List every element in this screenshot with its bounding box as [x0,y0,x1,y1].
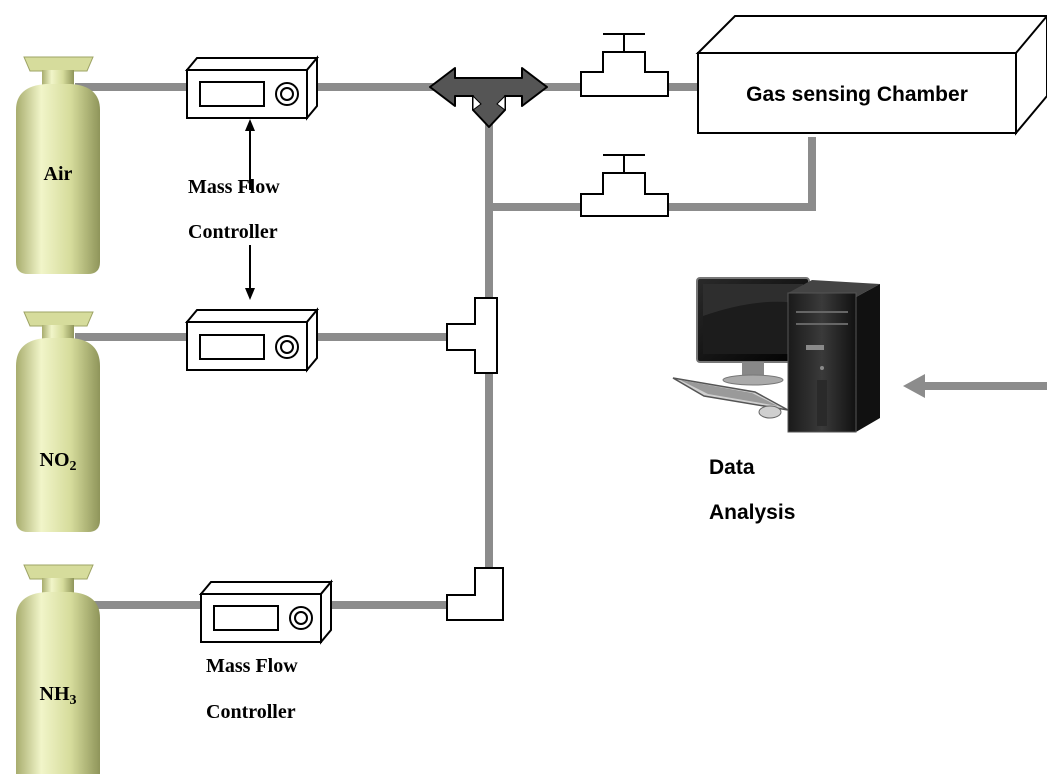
valve-exhaust-icon [580,154,669,217]
cylinder-label-nh3: NH3 [40,683,77,708]
mfc-label-arrows [245,119,255,300]
cylinder-air [16,56,100,274]
three-way-splitter-icon [429,67,548,128]
computer-icon [672,277,880,433]
analysis-label-line2: Analysis [709,501,795,524]
valve-inlet-icon [580,33,669,97]
mass-flow-controller-no2 [184,307,320,373]
cylinder-label-no2: NO2 [40,449,77,474]
mass-flow-controller-air [184,55,320,121]
chamber-label: Gas sensing Chamber [746,83,968,106]
analysis-label-line1: Data [709,456,755,479]
cylinder-nh3 [16,564,100,774]
tee-fitting-icon [446,297,498,374]
gas-sensing-chamber [695,15,1047,136]
mfc-label-bottom-line2: Controller [206,701,296,723]
mfc-label-top-line1: Mass Flow [188,176,280,198]
mfc-label-bottom-line1: Mass Flow [206,655,298,677]
elbow-fitting-icon [446,567,504,621]
cylinder-no2 [16,311,100,532]
cylinder-label-air: Air [44,163,73,185]
data-arrow-head [903,374,925,398]
mass-flow-controller-nh3 [198,579,334,645]
mfc-label-top-line2: Controller [188,221,278,243]
